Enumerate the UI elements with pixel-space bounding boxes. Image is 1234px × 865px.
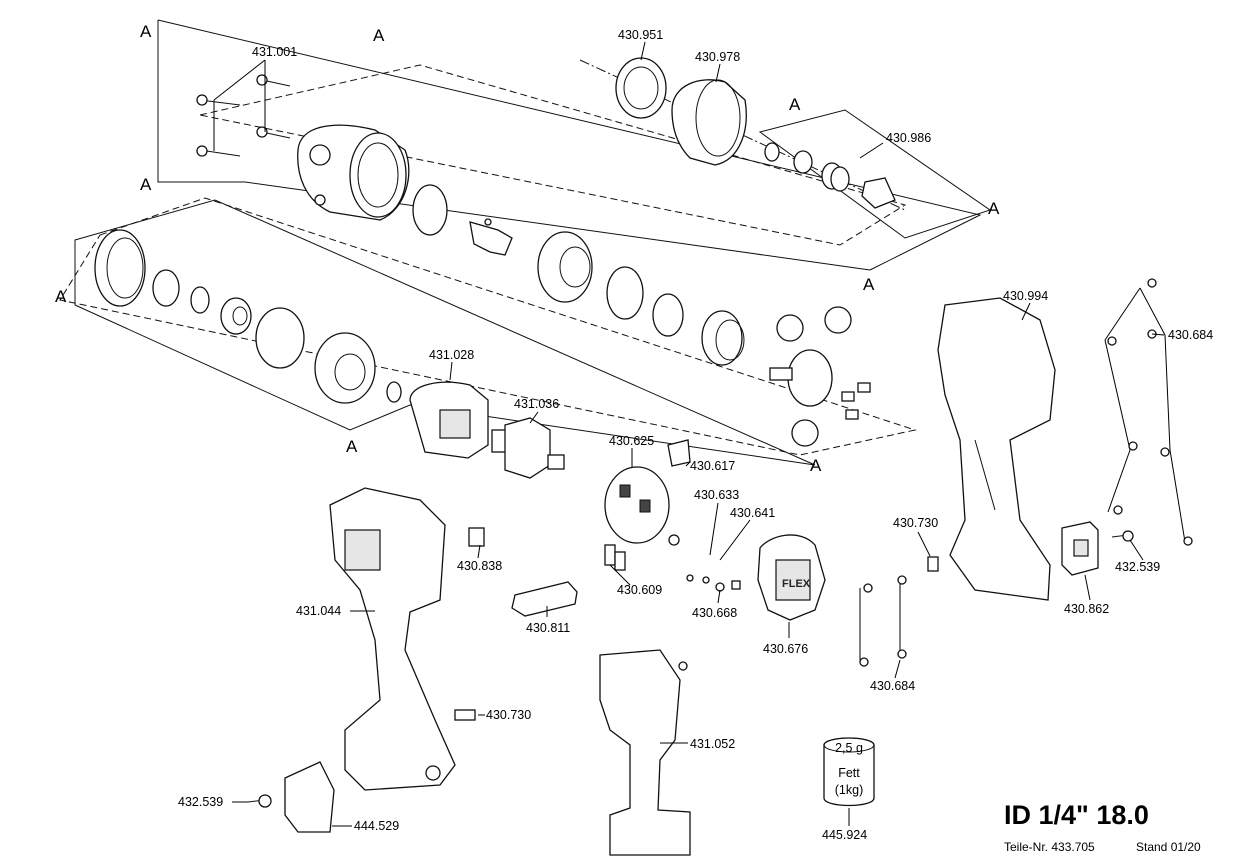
spindle-carrier <box>769 349 833 407</box>
title-block: ID 1/4" 18.0 Teile-Nr. 433.705 Stand 01/… <box>1004 800 1224 860</box>
part-label: 430.668 <box>692 606 737 620</box>
small-ring <box>386 381 402 403</box>
o-ring <box>255 307 305 369</box>
part-label: 430.811 <box>526 621 570 635</box>
part-label: 430.730 <box>486 708 531 722</box>
anvil-shaft <box>469 218 513 256</box>
washer <box>652 293 684 337</box>
assembly-outline-lower <box>59 197 917 466</box>
armature-431-036 <box>491 417 565 479</box>
part-label: 430.862 <box>1064 602 1109 616</box>
part-label: 430.633 <box>694 488 739 502</box>
part-label: 430.986 <box>886 131 931 145</box>
switch-assembly-431-052 <box>599 649 691 856</box>
front-cap-430-978 <box>671 79 747 166</box>
part-label: 430.617 <box>690 459 735 473</box>
grease-type: Fett <box>838 766 860 780</box>
part-number: Teile-Nr. 433.705 <box>1004 840 1095 854</box>
gear-housing <box>297 124 410 221</box>
ring-gear-cover <box>314 332 376 404</box>
housing-left-431-044 <box>329 487 456 791</box>
part-label: 445.924 <box>822 828 867 842</box>
housing-right-430-994 <box>937 297 1056 601</box>
bearing-housing-431-028 <box>409 381 489 459</box>
section-marker-a: A <box>373 26 385 45</box>
part-label: 431.052 <box>690 737 735 751</box>
washer <box>152 269 180 307</box>
part-label: 430.676 <box>763 642 808 656</box>
led-lens-430-838 <box>468 527 485 547</box>
part-label: 432.539 <box>1115 560 1160 574</box>
grease-amount: 2,5 g <box>835 741 863 755</box>
section-marker-a: A <box>863 275 875 294</box>
part-label: 430.625 <box>609 434 654 448</box>
section-marker-a: A <box>346 437 358 456</box>
planet-gears <box>776 306 852 447</box>
ball-ring <box>606 266 644 320</box>
pin-430-730-right <box>927 556 939 572</box>
section-marker-a: A <box>810 456 822 475</box>
part-label: 431.001 <box>252 45 297 59</box>
screw-432-539-left <box>247 794 272 808</box>
part-label: 430.951 <box>618 28 663 42</box>
part-label: 430.978 <box>695 50 740 64</box>
section-marker-a: A <box>988 199 1000 218</box>
bearing <box>220 297 252 335</box>
section-marker-a: A <box>140 175 152 194</box>
part-label: 430.994 <box>1003 289 1048 303</box>
part-label: 432.539 <box>178 795 223 809</box>
bit-holder-set-430-986 <box>764 142 896 209</box>
needle-pins <box>841 382 871 420</box>
belt-clip-444-529 <box>284 761 335 833</box>
assembly-outline-upper <box>157 19 982 271</box>
section-marker-a: A <box>789 95 801 114</box>
hammer <box>537 231 593 303</box>
part-label: 444.529 <box>354 819 399 833</box>
revision-date: Stand 01/20 <box>1136 840 1201 854</box>
brush-board-430-625 <box>604 466 670 544</box>
front-seal-430-951 <box>615 57 667 119</box>
small-hardware <box>668 534 741 592</box>
flex-logo: FLEX <box>782 578 811 590</box>
section-marker-a: A <box>55 287 67 306</box>
brush-holder-430-609 <box>604 544 631 586</box>
part-label: 430.684 <box>870 679 915 693</box>
washer <box>190 286 210 314</box>
part-label: 431.028 <box>429 348 474 362</box>
grease-package: (1kg) <box>835 783 863 797</box>
motor-cover-430-676: FLEX <box>757 534 826 621</box>
o-ring <box>412 184 448 236</box>
battery-latch-430-862 <box>1061 521 1099 576</box>
part-label: 430.730 <box>893 516 938 530</box>
screw-set-431-001 <box>196 59 291 157</box>
model-title: ID 1/4" 18.0 <box>1004 800 1149 830</box>
leader-lines <box>232 41 1165 827</box>
screw-set-430-684-top <box>1104 278 1193 546</box>
pin-430-730-left <box>454 709 476 721</box>
part-label: 431.044 <box>296 604 341 618</box>
hammer-spring <box>701 310 745 366</box>
part-label: 431.036 <box>514 397 559 411</box>
part-label: 430.838 <box>457 559 502 573</box>
grease-can-445-924: 2,5 g Fett (1kg) <box>823 737 875 807</box>
part-label: 430.609 <box>617 583 662 597</box>
screw-set-430-684-bottom <box>859 575 907 667</box>
part-label: 430.684 <box>1168 328 1213 342</box>
screw-432-539-right <box>1111 530 1134 542</box>
rotation-switch-430-811 <box>511 581 578 617</box>
part-label: 430.641 <box>730 506 775 520</box>
lock-ring <box>94 229 146 307</box>
section-marker-a: A <box>140 22 152 41</box>
brush-clip-430-617 <box>667 439 691 467</box>
